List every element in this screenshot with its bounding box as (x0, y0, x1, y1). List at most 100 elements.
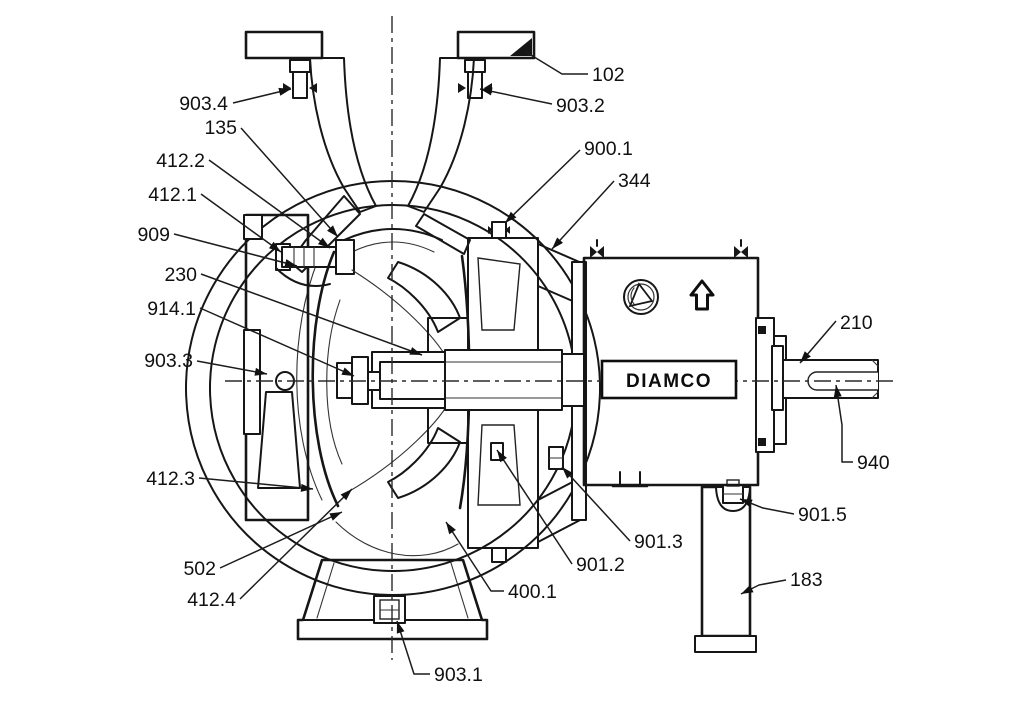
part-number-label: 135 (204, 117, 237, 139)
leader-arrowhead (300, 483, 313, 492)
leader-arrowhead (317, 237, 330, 248)
bracket-bolt-901-3 (548, 446, 564, 470)
oil-drain (611, 471, 649, 488)
leader-line (239, 488, 353, 600)
part-number-label: 903.3 (144, 350, 193, 372)
callout-903-1: 903.1 (396, 620, 483, 686)
callout-344: 344 (551, 170, 651, 250)
leader-line (496, 449, 573, 565)
leader-arrowhead (800, 351, 811, 363)
casing-neck-left (289, 195, 361, 273)
shaft-coupling-end-210 (771, 345, 879, 411)
manufacturer-logo (623, 279, 659, 315)
leader-arrowhead (740, 499, 753, 508)
impeller-vane (387, 261, 461, 333)
part-number-label: 903.1 (434, 664, 483, 686)
callout-903-3: 903.3 (144, 350, 268, 376)
leader-line (525, 51, 588, 75)
leader-arrowhead (562, 467, 574, 479)
callout-183: 183 (740, 569, 823, 595)
callout-135: 135 (204, 117, 339, 238)
callout-102: 102 (525, 51, 625, 86)
callout-412-3: 412.3 (146, 468, 314, 492)
part-number-label: 412.2 (156, 150, 205, 172)
part-number-label: 900.1 (584, 138, 633, 160)
cover-stud-900-1 (488, 221, 510, 239)
leader-arrowhead (741, 585, 754, 594)
callout-901-5: 901.5 (739, 498, 847, 526)
cover-stud-lower (491, 547, 507, 563)
drain-plug-903-1 (373, 595, 406, 624)
callout-400-1: 400.1 (445, 521, 557, 603)
leader-line (551, 180, 615, 250)
shaft-sleeve (444, 349, 563, 411)
leader-arrowhead (341, 367, 354, 376)
part-number-label: 344 (618, 170, 651, 192)
plate-window (257, 391, 301, 489)
callout-940: 940 (833, 384, 890, 474)
support-foot (694, 479, 757, 653)
callout-900-1: 900.1 (504, 138, 633, 224)
callout-230: 230 (164, 264, 423, 356)
casing-flange-plate (243, 213, 310, 522)
part-number-label: 901.5 (798, 504, 847, 526)
leader-line (396, 620, 430, 675)
leader-line (208, 159, 331, 249)
leader-line (199, 307, 355, 377)
part-number-label: 412.4 (187, 589, 236, 611)
leader-line (200, 273, 423, 356)
leader-line (198, 477, 314, 490)
leader-line (835, 384, 853, 463)
leader-arrowhead (327, 225, 338, 237)
leader-line (200, 193, 282, 253)
orientation-up-arrow-icon (689, 279, 715, 311)
leader-arrowhead (497, 450, 507, 463)
part-number-label: 412.1 (148, 184, 197, 206)
callout-412-4: 412.4 (187, 488, 353, 611)
part-number-label: 400.1 (508, 581, 557, 603)
callout-914-1: 914.1 (147, 298, 355, 377)
leader-arrowhead (396, 621, 405, 634)
callout-901-2: 901.2 (496, 449, 625, 576)
leader-arrowhead (340, 489, 352, 501)
part-number-label: 901.3 (634, 531, 683, 553)
impeller-vane (387, 427, 461, 499)
part-number-label: 914.1 (147, 298, 196, 320)
callout-412-2: 412.2 (156, 150, 331, 249)
leader-line (173, 233, 298, 267)
leader-arrowhead (833, 385, 842, 398)
leader-arrowhead (284, 259, 297, 267)
callout-502: 502 (183, 511, 343, 580)
part-number-label: 183 (790, 569, 823, 591)
leader-line (219, 511, 343, 569)
leader-arrowhead (505, 211, 517, 223)
part-number-label: 412.3 (146, 468, 195, 490)
leader-line (445, 521, 504, 592)
brand-plate: DIAMCO (600, 359, 738, 400)
part-number-label: 940 (857, 452, 890, 474)
housing-stud-right (734, 239, 748, 258)
callout-901-3: 901.3 (561, 466, 683, 553)
leader-line (504, 149, 581, 224)
part-number-label: 903.4 (179, 93, 228, 115)
leader-line (240, 127, 339, 238)
part-number-label: 230 (164, 264, 197, 286)
part-number-label: 909 (137, 224, 170, 246)
leader-arrowhead (278, 87, 291, 96)
leader-arrowhead (480, 87, 493, 96)
brand-label: DIAMCO (626, 371, 712, 392)
leader-arrowhead (446, 522, 456, 535)
part-number-label: 210 (840, 312, 873, 334)
suction-nozzle (309, 57, 475, 213)
part-number-label: 901.2 (576, 554, 625, 576)
leader-line (479, 88, 553, 105)
callout-909: 909 (137, 224, 298, 267)
housing-stud-left (590, 239, 604, 258)
leader-arrowhead (552, 237, 564, 249)
leader-arrowhead (254, 367, 267, 376)
part-number-label: 903.2 (556, 95, 605, 117)
leader-line (561, 466, 631, 542)
